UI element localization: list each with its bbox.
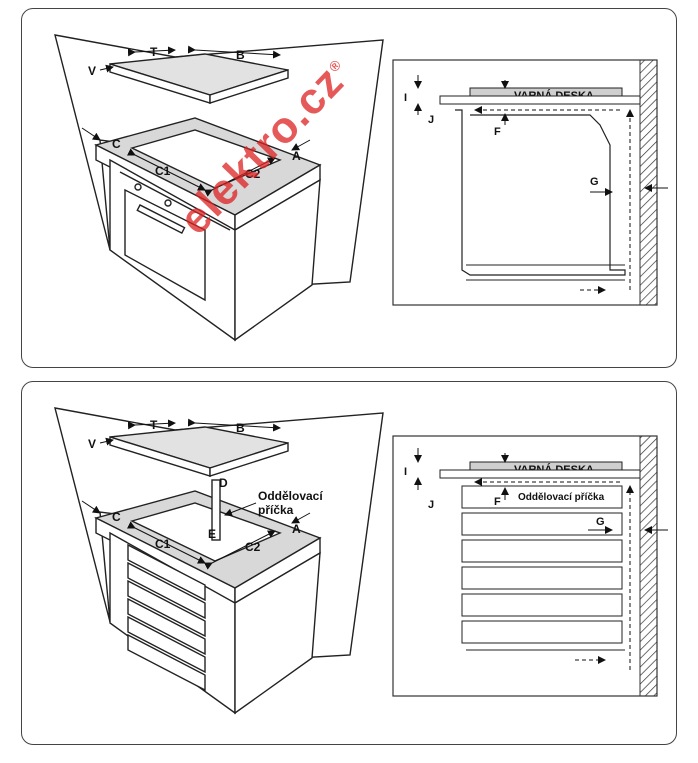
label-B: B <box>236 48 245 62</box>
airflow-arrows <box>474 106 634 294</box>
label-G-2: G <box>596 516 605 528</box>
label-E: E <box>208 527 216 541</box>
label-T: T <box>150 45 158 59</box>
oven-door <box>124 188 206 302</box>
label-J: J <box>428 114 434 126</box>
label-I: I <box>404 92 407 104</box>
oven-cross-section: VARNÁ DESKA I J F G <box>392 59 668 306</box>
top-perspective-labels: T B V C A C1 C2 <box>88 45 301 181</box>
top-dimension-arrows <box>81 45 311 197</box>
divider-label-line2: příčka <box>258 503 294 517</box>
divider-label-section: Oddělovací příčka <box>518 492 605 503</box>
label-T-2: T <box>150 418 158 432</box>
label-C-2: C <box>112 510 121 524</box>
label-C2: C2 <box>245 167 261 181</box>
label-C: C <box>112 137 121 151</box>
label-J-2: J <box>428 499 434 511</box>
label-F-2: F <box>494 496 501 508</box>
drawer-cabinet-perspective <box>54 407 384 715</box>
label-I-2: I <box>404 466 407 478</box>
wall-hatch <box>639 59 658 306</box>
drawer-stack <box>461 512 623 644</box>
label-V: V <box>88 64 96 78</box>
label-A: A <box>292 149 301 163</box>
oven-body <box>455 109 626 276</box>
label-F: F <box>494 126 501 138</box>
drawer-cross-section: VARNÁ DESKA Oddělovací příčka I J F G <box>392 435 668 697</box>
label-C1-2: C1 <box>155 537 171 551</box>
bottom-dimension-arrows <box>81 418 311 570</box>
label-C2-2: C2 <box>245 540 261 554</box>
label-V-2: V <box>88 437 96 451</box>
label-G: G <box>590 176 599 188</box>
label-C1: C1 <box>155 164 171 178</box>
bottom-perspective-labels: T B V C A C1 C2 D E Oddělovací příčka <box>88 418 323 554</box>
label-D: D <box>219 476 228 490</box>
label-A-2: A <box>292 522 301 536</box>
divider-label-line1: Oddělovací <box>258 489 323 503</box>
label-B-2: B <box>236 421 245 435</box>
